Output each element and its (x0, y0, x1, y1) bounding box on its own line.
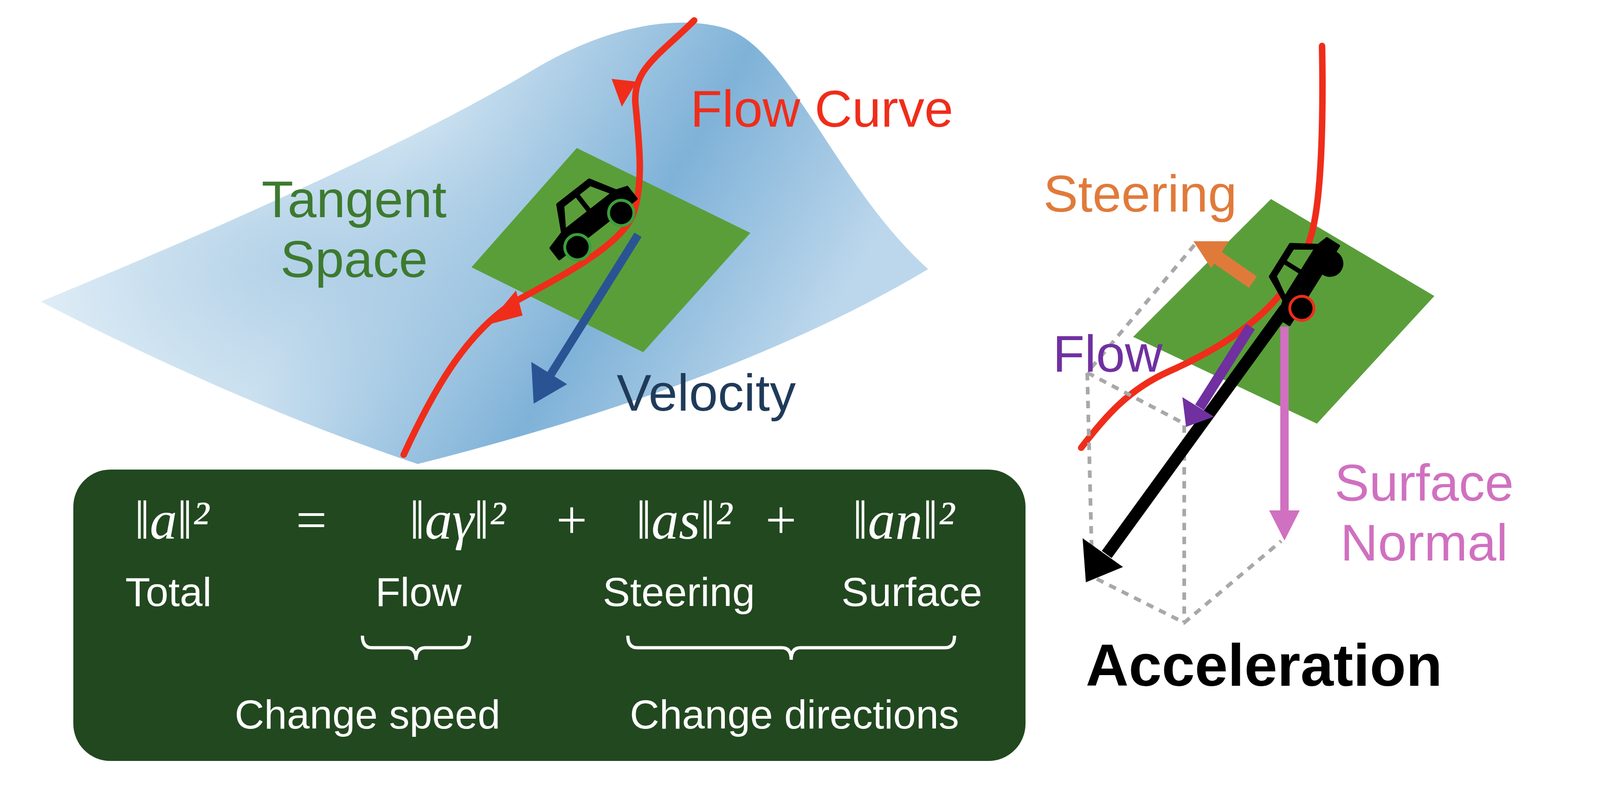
normal-arrowhead (1269, 510, 1300, 541)
term-label: Total (125, 568, 212, 616)
tangent-plane (471, 148, 751, 353)
normal-arrow (1280, 326, 1289, 516)
equation-operator: + (765, 489, 797, 553)
equation-term: ‖aγ‖² (409, 489, 506, 553)
brace (627, 635, 955, 660)
equation-term: ‖an‖² (852, 489, 955, 553)
vector-label: Velocity (616, 363, 796, 424)
flow-arrow (1199, 326, 1251, 408)
car (1253, 223, 1351, 332)
vector-label: Steering (1043, 164, 1237, 225)
equation-term: ‖as‖² (636, 489, 733, 553)
flow-arrowhead (487, 290, 523, 325)
plane-label: Tangent Space (224, 169, 484, 290)
car (532, 164, 646, 271)
steering-arrow (1214, 255, 1253, 283)
vector-label: Surface Normal (1303, 453, 1545, 574)
term-label: Flow (375, 568, 462, 616)
figure-title: Acceleration (1085, 631, 1443, 700)
flow-arrowhead (1182, 397, 1214, 427)
equation-panel: ‖a‖² = ‖aγ‖² + ‖as‖² + ‖an‖² Total Flow Steering S… (73, 469, 1026, 762)
velocity-arrowhead (531, 361, 568, 404)
term-label: Surface (841, 568, 982, 616)
acceleration-arrowhead (1082, 538, 1123, 583)
group-label: Change directions (629, 690, 959, 738)
curve-label: Flow Curve (690, 79, 954, 140)
flow-arrowhead (611, 78, 637, 107)
group-label: Change speed (234, 690, 501, 738)
brace (362, 635, 470, 660)
equation-operator: = (296, 489, 328, 553)
steering-arrowhead (1193, 241, 1229, 269)
term-label: Steering (602, 568, 755, 616)
vector-label: Flow (1052, 324, 1163, 385)
equation-term: ‖a‖² (134, 489, 210, 553)
equation-operator: + (556, 489, 588, 553)
